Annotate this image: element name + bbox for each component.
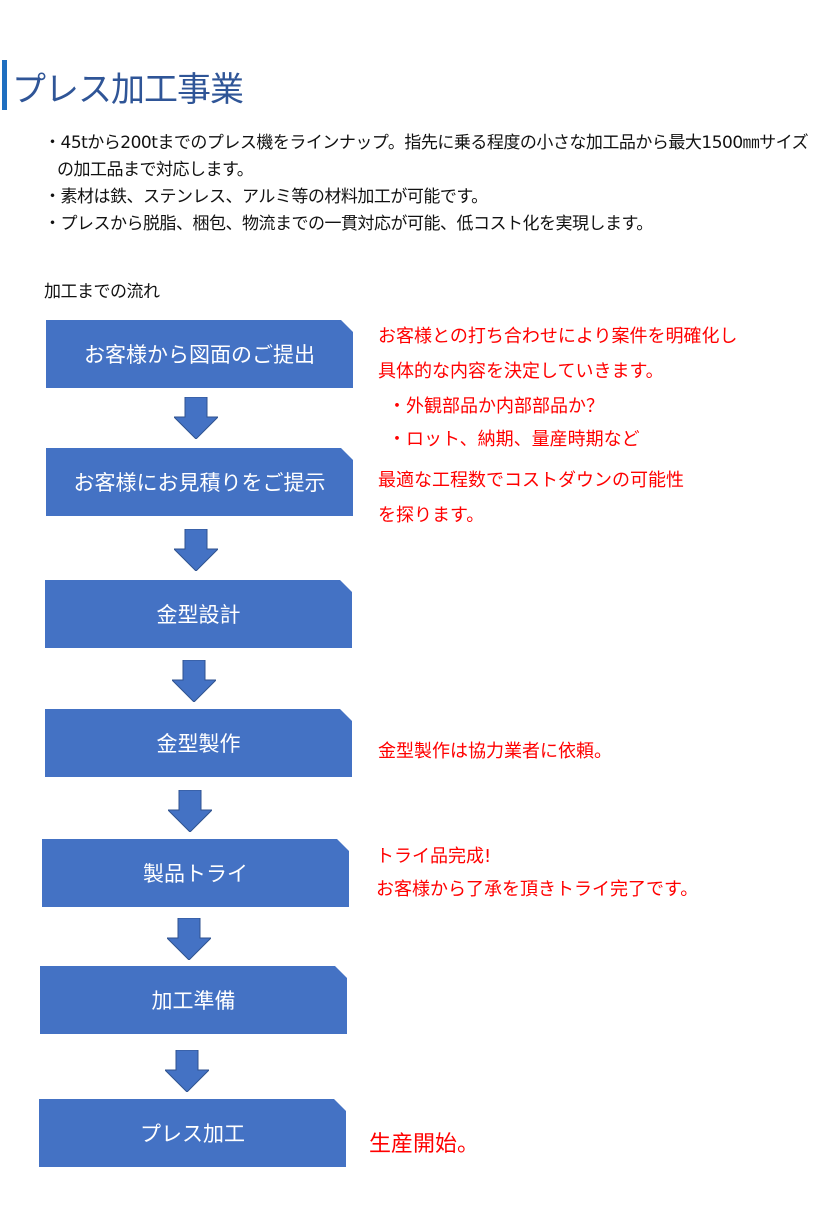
intro-line: ・素材は鉄、ステンレス、アルミ等の材料加工が可能です。 (44, 187, 488, 207)
intro-line: の加工品まで対応します。 (57, 160, 254, 180)
note-text: お客様から了承を頂きトライ完了です。 (376, 879, 699, 900)
flow-step: 製品トライ (42, 839, 349, 907)
down-arrow-icon (168, 790, 212, 832)
flow-step: お客様から図面のご提出 (46, 320, 353, 388)
down-arrow-icon (167, 918, 211, 960)
note-text: 具体的な内容を決定していきます。 (378, 361, 664, 382)
note-text: を探ります。 (378, 505, 485, 526)
flow-step: 加工準備 (40, 966, 347, 1034)
flow-step: 金型設計 (45, 580, 352, 648)
intro-line: ・プレスから脱脂、梱包、物流までの一貫対応が可能、低コスト化を実現します。 (44, 214, 653, 234)
flow-step: お客様にお見積りをご提示 (46, 448, 353, 516)
title-accent-bar (2, 60, 7, 110)
note-text: お客様との打ち合わせにより案件を明確化し (378, 326, 738, 347)
down-arrow-icon (172, 660, 216, 702)
note-text: 生産開始。 (369, 1132, 480, 1157)
flow-heading: 加工までの流れ (44, 282, 160, 302)
note-text: ・外観部品か内部部品か？ (388, 396, 604, 417)
note-text: トライ品完成! (376, 846, 492, 867)
down-arrow-icon (174, 529, 218, 571)
note-text: ・ロット、納期、量産時期など (388, 429, 640, 450)
flow-step: 金型製作 (45, 709, 352, 777)
down-arrow-icon (165, 1050, 209, 1092)
intro-line: ・45tから200tまでのプレス機をラインナップ。指先に乗る程度の小さな加工品か… (44, 133, 809, 153)
flow-step: プレス加工 (39, 1099, 346, 1167)
page-title: プレス加工事業 (12, 70, 244, 110)
note-text: 金型製作は協力業者に依頼。 (378, 741, 612, 762)
down-arrow-icon (174, 397, 218, 439)
note-text: 最適な工程数でコストダウンの可能性 (378, 470, 684, 491)
